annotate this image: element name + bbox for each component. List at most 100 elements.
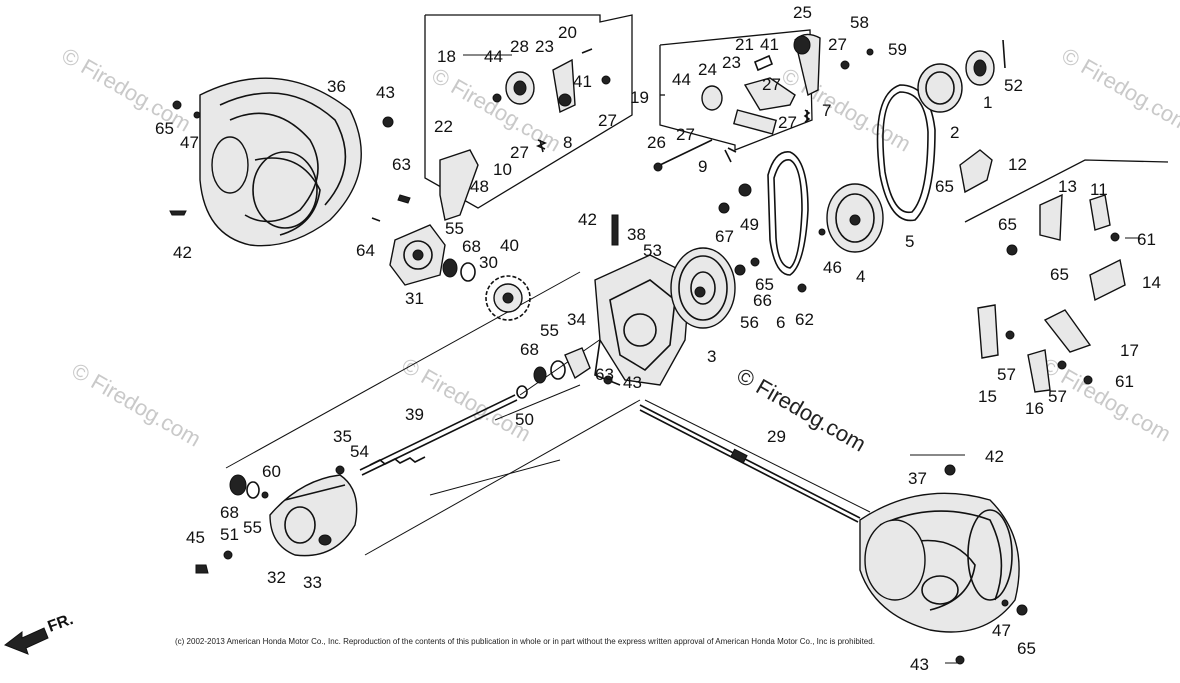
callout-48: 48: [470, 177, 489, 196]
callout-57: 57: [1048, 387, 1067, 406]
fasteners: [169, 48, 1028, 665]
callout-66: 66: [753, 291, 772, 310]
callout-23: 23: [535, 37, 554, 56]
callout-47: 47: [180, 133, 199, 152]
callout-11: 11: [1090, 180, 1108, 199]
callout-46: 46: [823, 258, 842, 277]
pulleys: [670, 183, 884, 329]
top-left-parts: [439, 48, 611, 221]
callout-18: 18: [437, 47, 456, 66]
callout-42: 42: [578, 210, 597, 229]
callout-57: 57: [997, 365, 1016, 384]
callout-1: 1: [983, 93, 992, 112]
callout-labels: 1 2 3 4 5 6 7 8 9 10 11 12 13 14 15 16 1…: [155, 3, 1161, 674]
right-frame-parts: [977, 193, 1126, 393]
assembly-line: [644, 399, 871, 513]
callout-15: 15: [978, 387, 997, 406]
callout-39: 39: [405, 405, 424, 424]
callout-27: 27: [510, 143, 529, 162]
callout-36: 36: [327, 77, 346, 96]
callout-64: 64: [356, 241, 375, 260]
callout-54: 54: [350, 442, 369, 461]
callout-29: 29: [767, 427, 786, 446]
central-watermark: © Firedog.com: [733, 363, 871, 457]
callout-59: 59: [888, 40, 907, 59]
callout-8: 8: [563, 133, 572, 152]
callout-37: 37: [908, 469, 927, 488]
callout-25: 25: [793, 3, 812, 22]
tensioner-arms: [701, 33, 821, 163]
callout-41: 41: [760, 35, 779, 54]
callout-55: 55: [445, 219, 464, 238]
callout-7: 7: [822, 101, 831, 120]
shaft-29: [639, 404, 861, 523]
watermark-text: © Firedog.com: [58, 43, 196, 137]
callout-43: 43: [376, 83, 395, 102]
callout-41: 41: [573, 72, 592, 91]
frames: [424, 14, 1169, 223]
callout-65: 65: [1017, 639, 1036, 658]
callout-27: 27: [828, 35, 847, 54]
callout-68: 68: [220, 503, 239, 522]
callout-14: 14: [1142, 273, 1161, 292]
callout-62: 62: [795, 310, 814, 329]
callout-52: 52: [1004, 76, 1023, 95]
callout-38: 38: [627, 225, 646, 244]
callout-20: 20: [558, 23, 577, 42]
callout-2: 2: [950, 123, 959, 142]
top-center-frame: [659, 29, 813, 151]
callout-40: 40: [500, 236, 519, 255]
callout-33: 33: [303, 573, 322, 592]
callout-10: 10: [493, 160, 512, 179]
callout-67: 67: [715, 227, 734, 246]
callout-47: 47: [992, 621, 1011, 640]
callout-56: 56: [740, 313, 759, 332]
callout-43: 43: [910, 655, 929, 674]
callout-63: 63: [595, 365, 614, 384]
callout-60: 60: [262, 462, 281, 481]
callout-44: 44: [672, 70, 691, 89]
watermark-text: © Firedog.com: [1058, 43, 1180, 137]
callout-55: 55: [540, 321, 559, 340]
callout-5: 5: [905, 232, 914, 251]
copyright-notice: (c) 2002-2013 American Honda Motor Co., …: [175, 637, 875, 646]
callout-43: 43: [623, 373, 642, 392]
callout-19: 19: [630, 88, 649, 107]
callout-34: 34: [567, 310, 586, 329]
callout-3: 3: [707, 347, 716, 366]
callout-42: 42: [985, 447, 1004, 466]
top-left-frame: [424, 14, 633, 209]
auger-housing-left: [199, 77, 362, 247]
callout-16: 16: [1025, 399, 1044, 418]
callout-49: 49: [740, 215, 759, 234]
callout-55: 55: [243, 518, 262, 537]
callout-45: 45: [186, 528, 205, 547]
callout-65: 65: [998, 215, 1017, 234]
callout-21: 21: [735, 35, 754, 54]
auger-housing-right: [859, 492, 1020, 633]
callout-27: 27: [778, 113, 797, 132]
callout-27: 27: [676, 125, 695, 144]
watermark-text: © Firedog.com: [68, 358, 206, 452]
callout-24: 24: [698, 60, 717, 79]
callout-4: 4: [856, 267, 865, 286]
assembly-line: [429, 459, 561, 496]
callout-61: 61: [1115, 372, 1134, 391]
callout-53: 53: [643, 241, 662, 260]
callout-32: 32: [267, 568, 286, 587]
callout-9: 9: [698, 157, 707, 176]
callout-61: 61: [1137, 230, 1156, 249]
callout-65: 65: [755, 275, 774, 294]
assembly-line: [364, 399, 641, 556]
engine-pulley: [917, 39, 1006, 194]
shaft-39: [359, 394, 518, 476]
right-frame: [964, 159, 1169, 223]
callout-51: 51: [220, 525, 239, 544]
flange-sprocket: [371, 194, 531, 321]
gear-case: [269, 474, 358, 557]
small-parts-left: [195, 474, 269, 574]
callout-27: 27: [598, 111, 617, 130]
callout-6: 6: [776, 313, 785, 332]
callout-17: 17: [1120, 341, 1139, 360]
